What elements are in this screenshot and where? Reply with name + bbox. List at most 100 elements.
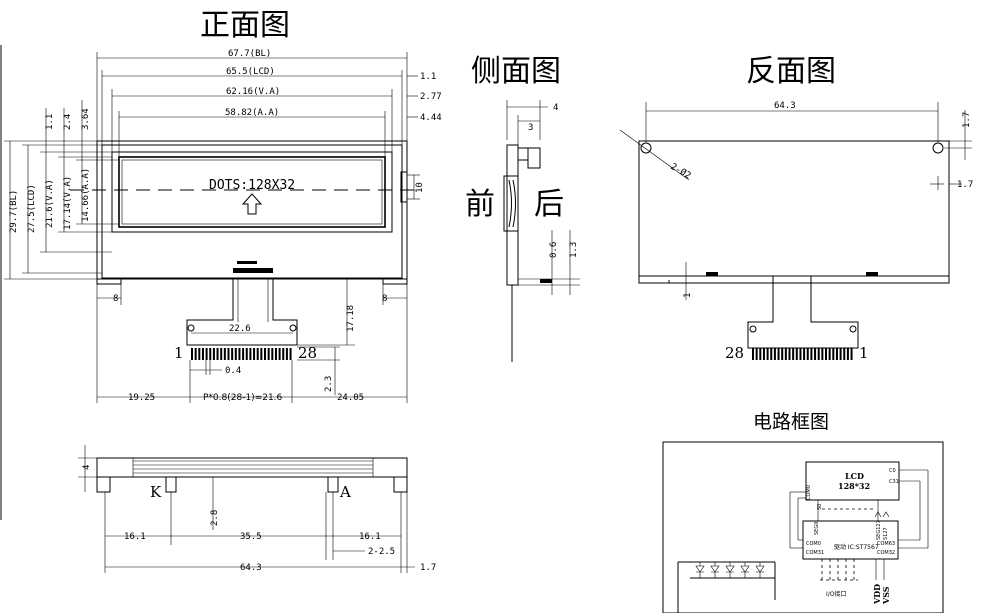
- dots-label: DOTS:128X32: [209, 178, 295, 193]
- dim-fpc-length: 17.18: [346, 305, 356, 332]
- front-side-label: 前: [465, 187, 495, 222]
- pin-pad: [242, 348, 245, 360]
- label-c31: C31: [889, 479, 899, 485]
- back-dim-hole-size: 2-Ø2: [669, 161, 693, 181]
- label-s0: S0: [817, 504, 823, 510]
- pin-pad: [231, 348, 234, 360]
- pin-pad: [850, 348, 853, 360]
- label-com0: COM0: [806, 541, 821, 547]
- dim-foot-left: 8: [113, 294, 118, 304]
- pin-pad: [223, 348, 226, 360]
- pin-pad: [799, 348, 802, 360]
- pin-pad: [806, 348, 809, 360]
- pin-pad: [260, 348, 263, 360]
- pin-pad: [256, 348, 259, 360]
- dim-va-height: 21.6(V.A): [45, 179, 55, 228]
- back-side-label: 后: [534, 187, 564, 222]
- dim-foot-right: 8: [382, 294, 387, 304]
- pin-pad: [821, 348, 824, 360]
- dim-aa-width: 58.82(A.A): [225, 108, 279, 118]
- dim-left-offset: 19.25: [128, 393, 155, 403]
- back-pin-last: 1: [859, 344, 869, 362]
- bottom-foot-left: [96, 476, 111, 493]
- pin-pad: [274, 348, 277, 360]
- led-pin-a: [327, 476, 339, 493]
- pin-pad: [289, 348, 292, 360]
- pin-pad: [234, 348, 237, 360]
- side-tab: [400, 171, 408, 203]
- dim-aa-height: 14.66(A.A): [81, 168, 91, 222]
- bottom-dim-mid: 35.5: [240, 532, 262, 542]
- side-dim-fpc-total: 1.3: [569, 242, 579, 258]
- label-com32: COM32: [877, 550, 895, 556]
- bottom-dim-edge: 1.7: [420, 563, 436, 573]
- label-com31: COM31: [806, 550, 824, 556]
- bottom-view: K A 4 2.8 16.1 35.5 16.1 2-2.5 64.3 1.7: [78, 445, 436, 573]
- driver-ic-label: 驱动 IC:ST7567: [834, 544, 879, 551]
- pin-pad: [762, 348, 765, 360]
- left-foot: [96, 278, 122, 285]
- right-foot: [382, 278, 408, 285]
- led-icon: [710, 562, 720, 578]
- back-fpc-pins: [752, 348, 853, 360]
- dim-pitch: P*0.8(28-1)=21.6: [203, 393, 283, 403]
- bottom-dim-total: 64.3: [240, 563, 262, 573]
- back-view-title: 反面图: [746, 54, 836, 89]
- pin-pad: [843, 348, 846, 360]
- pin-pad: [253, 348, 256, 360]
- back-fpc: [747, 276, 859, 349]
- pin-pad: [271, 348, 274, 360]
- fpc-hole-right: [289, 324, 297, 332]
- led-pin-k: [165, 476, 177, 493]
- bottom-dim-pin-pitch: 2-2.5: [368, 547, 395, 557]
- block-outline: [662, 441, 944, 613]
- pin-pad: [766, 348, 769, 360]
- pin-pad: [828, 348, 831, 360]
- pin-pad: [781, 348, 784, 360]
- dim-bl-width: 67.7(BL): [228, 49, 271, 59]
- side-dim-fpc-thick: 0.6: [549, 242, 559, 258]
- bottom-foot-right: [393, 476, 408, 493]
- pin-pad: [784, 348, 787, 360]
- back-dim-bottom-gap: 1: [683, 293, 693, 298]
- led-icon: [755, 562, 765, 578]
- back-view: 64.3 1.7 2-Ø2 1.7 1 28 1: [619, 101, 973, 362]
- back-dim-hole-side: 1.7: [957, 180, 973, 190]
- label-s127: S127: [883, 527, 889, 540]
- pin-pad: [795, 348, 798, 360]
- dim-top-3: 3.64: [81, 108, 91, 130]
- pin-pad: [249, 348, 252, 360]
- viewing-area: [111, 151, 393, 233]
- dim-pin-width: 0.4: [225, 366, 241, 376]
- fpc-hole-left: [187, 324, 195, 332]
- dim-right-3: 4.44: [420, 113, 442, 123]
- lcd-outline: [101, 144, 403, 279]
- dim-right-1: 1.1: [420, 72, 436, 82]
- pin-pad: [205, 348, 208, 360]
- dim-bl-height: 29.7(BL): [9, 190, 19, 233]
- dim-top-2: 2.4: [63, 114, 73, 130]
- pin-pad: [803, 348, 806, 360]
- side-dim-total: 4: [553, 103, 558, 113]
- pin-pad: [209, 348, 212, 360]
- pin-pad: [227, 348, 230, 360]
- io-label: I/O接口: [826, 590, 847, 598]
- dim-lcd-width: 65.5(LCD): [226, 67, 275, 77]
- pin-pad: [194, 348, 197, 360]
- pin-pad: [839, 348, 842, 360]
- label-com-left: COM0: [806, 485, 812, 500]
- label-com63: COM63: [877, 541, 895, 547]
- dim-fpc-pad-width: 22.6: [229, 324, 251, 334]
- dim-pin-height: 2.3: [324, 376, 334, 392]
- mount-hole-left: [640, 142, 652, 154]
- side-view: 4 3 0.6 1.3: [503, 100, 580, 362]
- fpc-joint: [233, 268, 273, 273]
- block-diagram-title: 电路框图: [753, 411, 829, 433]
- led-icon: [725, 562, 735, 578]
- pin-pad: [752, 348, 755, 360]
- dim-va2-height: 17.14(V.A): [63, 176, 73, 230]
- pin-pad: [238, 348, 241, 360]
- front-pin-last: 28: [298, 344, 317, 362]
- label-seg127: SEG127: [876, 520, 882, 540]
